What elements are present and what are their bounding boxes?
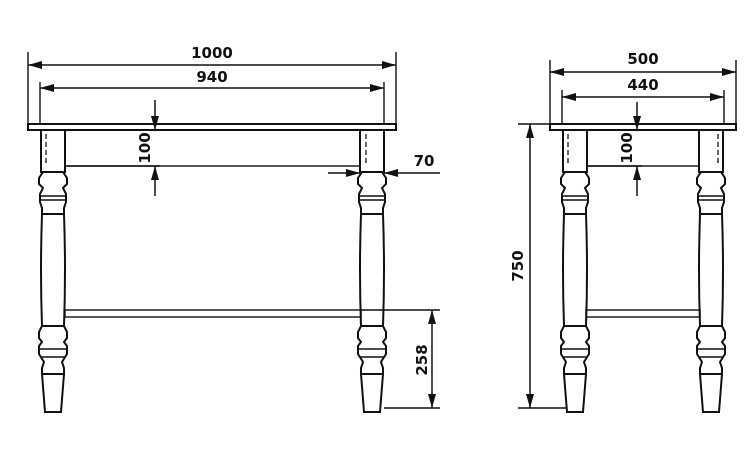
- front-left-leg: [38, 129, 68, 413]
- front-stretcher-height-dimension: 258: [361, 309, 440, 409]
- front-inner-width-label: 940: [196, 68, 227, 86]
- front-apron: [53, 129, 373, 167]
- front-overall-width-dimension: 1000: [27, 44, 397, 124]
- side-table-height-label: 750: [509, 250, 527, 281]
- side-inner-depth-dimension: 440: [561, 76, 725, 124]
- front-leg-width-label: 70: [414, 152, 435, 170]
- side-left-leg: [560, 129, 590, 413]
- side-apron-height-label: 100: [618, 132, 636, 163]
- front-right-leg: [357, 129, 387, 413]
- side-inner-depth-label: 440: [627, 76, 658, 94]
- front-leg-width-dimension: 70: [328, 152, 440, 177]
- side-overall-depth-label: 500: [627, 50, 658, 68]
- front-apron-height-dimension: 100: [66, 100, 160, 196]
- side-table-height-dimension: 750: [509, 123, 566, 409]
- side-stretcher: [585, 309, 701, 318]
- front-inner-width-dimension: 940: [39, 68, 385, 124]
- side-right-leg: [696, 129, 726, 413]
- side-view: 500 440 100 750: [509, 50, 737, 413]
- side-apron-height-dimension: 100: [587, 102, 642, 196]
- front-tabletop: [27, 123, 397, 131]
- side-overall-depth-dimension: 500: [549, 50, 737, 124]
- front-overall-width-label: 1000: [191, 44, 233, 62]
- front-stretcher: [64, 309, 362, 318]
- front-apron-height-label: 100: [136, 132, 154, 163]
- front-view: 1000 940 100 70: [27, 44, 440, 413]
- side-apron: [574, 129, 712, 167]
- front-stretcher-height-label: 258: [413, 344, 431, 375]
